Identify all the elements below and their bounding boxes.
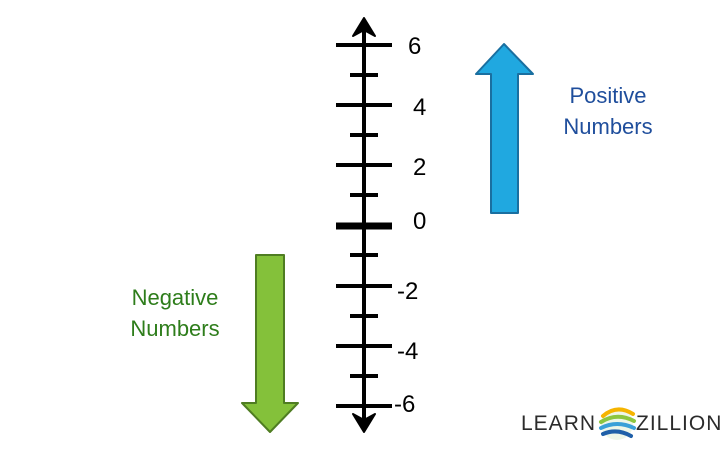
axis-up-arrowhead [352, 17, 376, 37]
tick-label-neg6: -6 [394, 391, 416, 418]
positive-arrow [475, 43, 534, 214]
positive-label-line2: Numbers [563, 114, 653, 139]
tick-label-6: 6 [408, 33, 422, 60]
tick-label-0: 0 [413, 208, 427, 235]
positive-numbers-label: Positive Numbers [552, 80, 664, 142]
tick-label-neg4: -4 [397, 338, 419, 365]
positive-label-line1: Positive [569, 83, 647, 108]
tick-label-neg2: -2 [397, 278, 419, 305]
tick-label-4: 4 [413, 94, 427, 121]
logo-left-text: LEARN [521, 412, 597, 435]
tick-label-2: 2 [413, 154, 427, 181]
negative-label-line2: Numbers [130, 316, 220, 341]
negative-arrow [241, 254, 299, 433]
negative-numbers-label: Negative Numbers [118, 282, 232, 344]
negative-label-line1: Negative [131, 285, 219, 310]
logo-right-text: ZILLION [636, 412, 720, 435]
axis-down-arrowhead [352, 413, 376, 433]
axis-ticks [336, 43, 392, 408]
swirl-globe-icon [599, 407, 636, 440]
